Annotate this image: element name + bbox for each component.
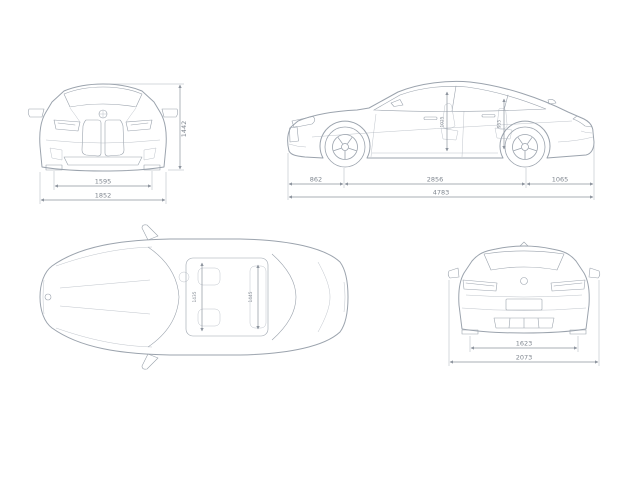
overall-length-label: 4783	[433, 189, 450, 197]
shark-fin-antenna	[519, 241, 529, 247]
front-wheel	[324, 126, 366, 168]
front-overhang-label: 862	[310, 176, 322, 184]
rear-view-drawing	[447, 241, 601, 335]
side-view: 1025 955 862 2856 1065 4783	[287, 80, 595, 200]
interior-rear-label: 955	[497, 120, 503, 128]
right-mirror	[161, 108, 179, 118]
left-mirror-top	[141, 224, 159, 241]
left-mirror	[27, 108, 45, 118]
license-plate	[505, 298, 543, 311]
wheelbase-label: 2856	[427, 176, 444, 184]
left-taillight	[462, 279, 498, 292]
windshield	[63, 86, 143, 108]
rear-right-mirror	[588, 267, 601, 279]
front-left-tire	[45, 164, 63, 171]
left-headlight	[53, 119, 81, 132]
rear-dimensions: 1623 2073	[448, 280, 600, 366]
antenna-fin	[547, 99, 557, 105]
right-taillight	[550, 279, 586, 292]
rear-overhang-label: 1065	[552, 176, 569, 184]
interior-width-front-label: 1435	[192, 291, 198, 302]
front-height-label: 1442	[180, 121, 188, 138]
kidney-grille	[81, 119, 125, 157]
rear-window-top	[271, 253, 297, 341]
front-view: 1442 1595 1852	[27, 83, 188, 204]
rear-view: 1623 2073	[447, 241, 601, 366]
rear-left-mirror	[447, 267, 460, 279]
rear-wheel	[504, 126, 546, 168]
side-mirror	[390, 99, 404, 107]
windshield-top	[147, 246, 180, 348]
rear-door-handle	[481, 114, 496, 118]
front-width-label: 1852	[95, 192, 112, 200]
bmw-roundel-hood-icon	[44, 293, 52, 301]
rear-left-tire	[461, 329, 479, 335]
top-view: 1435 1445	[39, 224, 349, 370]
rear-diffuser	[493, 317, 555, 329]
top-view-drawing	[39, 224, 349, 370]
front-dimensions: 1442 1595 1852	[39, 83, 188, 204]
right-mirror-top	[141, 353, 159, 370]
roof-panel	[185, 257, 269, 337]
seats-top	[197, 265, 267, 329]
top-dimensions: 1435 1445	[192, 262, 260, 332]
rear-right-tire	[569, 329, 587, 335]
rear-width-label: 2073	[516, 354, 533, 362]
rear-window	[483, 250, 565, 271]
interior-front-label: 1025	[440, 116, 446, 127]
side-interior-dimensions: 1025 955	[440, 91, 506, 152]
side-taillight	[572, 115, 593, 128]
front-track-label: 1595	[95, 178, 112, 186]
steering-wheel	[178, 271, 190, 283]
front-door-handle	[423, 116, 438, 120]
side-headlight	[291, 116, 316, 128]
front-view-drawing	[27, 83, 179, 172]
bmw-roundel-trunk-icon	[520, 277, 528, 285]
rear-track-label: 1623	[516, 340, 533, 348]
side-view-drawing	[287, 80, 595, 168]
interior-width-rear-label: 1445	[248, 291, 254, 302]
front-right-tire	[143, 164, 161, 171]
side-dimensions: 862 2856 1065 4783	[287, 145, 595, 200]
side-windows	[372, 85, 547, 112]
right-headlight	[125, 119, 153, 132]
